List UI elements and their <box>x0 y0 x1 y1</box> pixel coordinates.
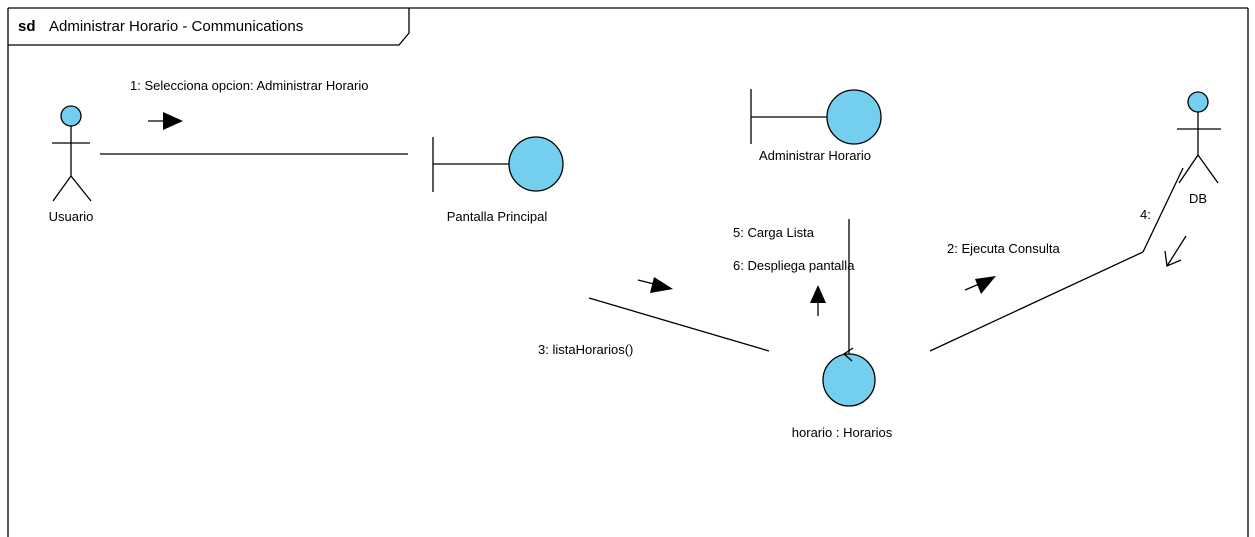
arrow-msg-4 <box>1164 235 1187 267</box>
boundary-pantalla-principal-label: Pantalla Principal <box>447 209 548 224</box>
arrow-msg-2 <box>964 276 996 294</box>
link-horario-db <box>929 251 1144 352</box>
message-4-label: 4: <box>1140 207 1151 222</box>
frame-keyword: sd <box>18 18 36 35</box>
message-3-label: 3: listaHorarios() <box>538 342 633 357</box>
actor-db[interactable]: DB <box>1177 91 1221 206</box>
frame-title-tab <box>8 8 410 46</box>
diagram-frame: sd Administrar Horario - Communications <box>7 7 1249 537</box>
actor-head-icon <box>60 105 82 127</box>
link-db-segment <box>1142 167 1184 253</box>
boundary-pantalla-principal[interactable]: Pantalla Principal <box>432 136 564 224</box>
boundary-administrar-horario[interactable]: Administrar Horario <box>750 89 882 163</box>
message-6-label: 6: Despliega pantalla <box>733 258 855 273</box>
control-arrowhead-icon <box>842 347 854 362</box>
boundary-administrar-horario-label: Administrar Horario <box>759 148 871 163</box>
frame-title: Administrar Horario - Communications <box>49 18 303 35</box>
arrow-msg-3 <box>637 277 673 293</box>
actor-usuario[interactable]: Usuario <box>49 105 94 224</box>
control-circle-icon <box>822 353 876 407</box>
arrow-msg-1 <box>148 112 183 130</box>
actor-usuario-label: Usuario <box>49 209 94 224</box>
boundary-circle-icon <box>508 136 564 192</box>
message-5-label: 5: Carga Lista <box>733 225 815 240</box>
message-1-label: 1: Selecciona opcion: Administrar Horari… <box>130 78 368 93</box>
link-pantalla-horario <box>588 297 770 352</box>
arrow-msg-6 <box>810 285 826 316</box>
control-horario-label: horario : Horarios <box>792 425 893 440</box>
actor-db-label: DB <box>1189 191 1207 206</box>
actor-head-icon <box>1187 91 1209 113</box>
control-horario[interactable]: horario : Horarios <box>792 347 893 440</box>
message-2-label: 2: Ejecuta Consulta <box>947 241 1061 256</box>
boundary-circle-icon <box>826 89 882 145</box>
